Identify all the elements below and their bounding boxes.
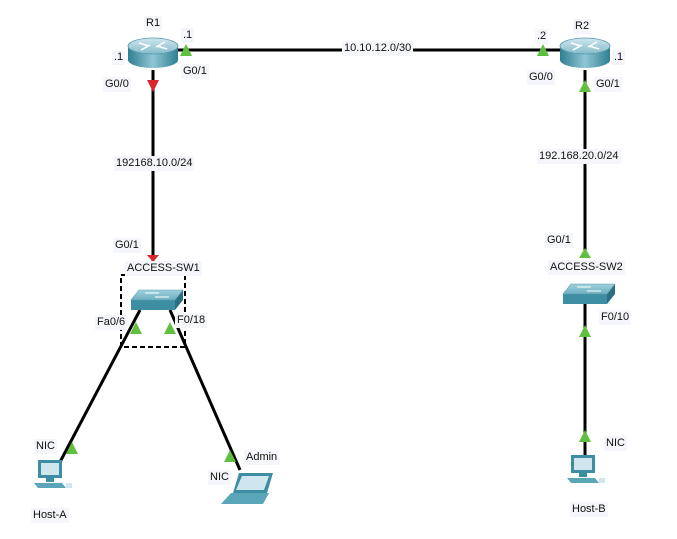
port-indicator-r2-g00-up [537, 44, 549, 56]
port-indicator-r2-g01-up [579, 80, 591, 92]
sw2-g01-port-label: G0/1 [545, 233, 573, 248]
port-indicator-admin-nic-up [224, 450, 236, 462]
switch-access-sw1[interactable] [130, 289, 184, 310]
admin-nic-label: NIC [208, 470, 231, 485]
port-indicator-sw2-f010-up [579, 325, 591, 337]
pc-host-a[interactable] [34, 460, 72, 488]
router-r1[interactable] [127, 37, 179, 68]
r2-g00-port-label: G0/0 [527, 70, 555, 85]
host-a-nic-label: NIC [34, 439, 57, 454]
network-label-r1-r2: 10.10.12.0/30 [342, 41, 414, 56]
sw1-g01-port-label: G0/1 [113, 238, 141, 253]
r2-g00-ip-label: .2 [535, 29, 549, 44]
port-indicator-sw2-g01-up [579, 248, 591, 258]
sw1-name-label: ACCESS-SW1 [125, 261, 202, 276]
r1-g01-ip-label: .1 [181, 28, 195, 43]
port-indicator-r1-g01-up [180, 44, 192, 56]
host-b-nic-label: NIC [604, 436, 627, 451]
link-sw1-hosta[interactable] [58, 309, 142, 463]
port-indicator-sw1-f018-up [164, 322, 176, 334]
r2-g01-port-label: G0/1 [594, 77, 622, 92]
port-indicator-hosta-nic-up [66, 442, 78, 454]
network-label-r1-sw1: 192168.10.0/24 [114, 156, 195, 171]
pc-host-b[interactable] [567, 455, 605, 483]
sw2-name-label: ACCESS-SW2 [548, 260, 625, 275]
r1-g00-ip-label: .1 [112, 50, 126, 65]
r1-name-label: R1 [144, 16, 163, 31]
port-indicator-r1-g00-down [147, 80, 159, 92]
r2-g01-ip-label: .1 [612, 50, 626, 65]
laptop-admin[interactable] [221, 473, 273, 504]
sw1-fa06-port-label: Fa0/6 [95, 315, 128, 330]
port-indicator-sw1-g01-down [147, 255, 159, 262]
r1-g01-port-label: G0/1 [181, 64, 209, 79]
r2-name-label: R2 [573, 19, 592, 34]
link-sw1-admin[interactable] [168, 309, 242, 471]
host-a-name-label: Host-A [31, 508, 69, 523]
router-r2[interactable] [559, 37, 611, 68]
port-indicator-hostb-nic-up [579, 430, 591, 442]
switch-access-sw2[interactable] [562, 283, 616, 304]
r1-g00-port-label: G0/0 [103, 77, 131, 92]
selection-box [120, 274, 186, 348]
sw1-f018-port-label: F0/18 [175, 313, 208, 328]
host-b-name-label: Host-B [570, 502, 608, 517]
port-indicator-sw1-fa06-up [130, 322, 142, 334]
admin-name-label: Admin [244, 450, 280, 465]
sw2-f010-port-label: F0/10 [599, 310, 632, 325]
network-label-r2-sw2: 192.168.20.0/24 [537, 149, 621, 164]
